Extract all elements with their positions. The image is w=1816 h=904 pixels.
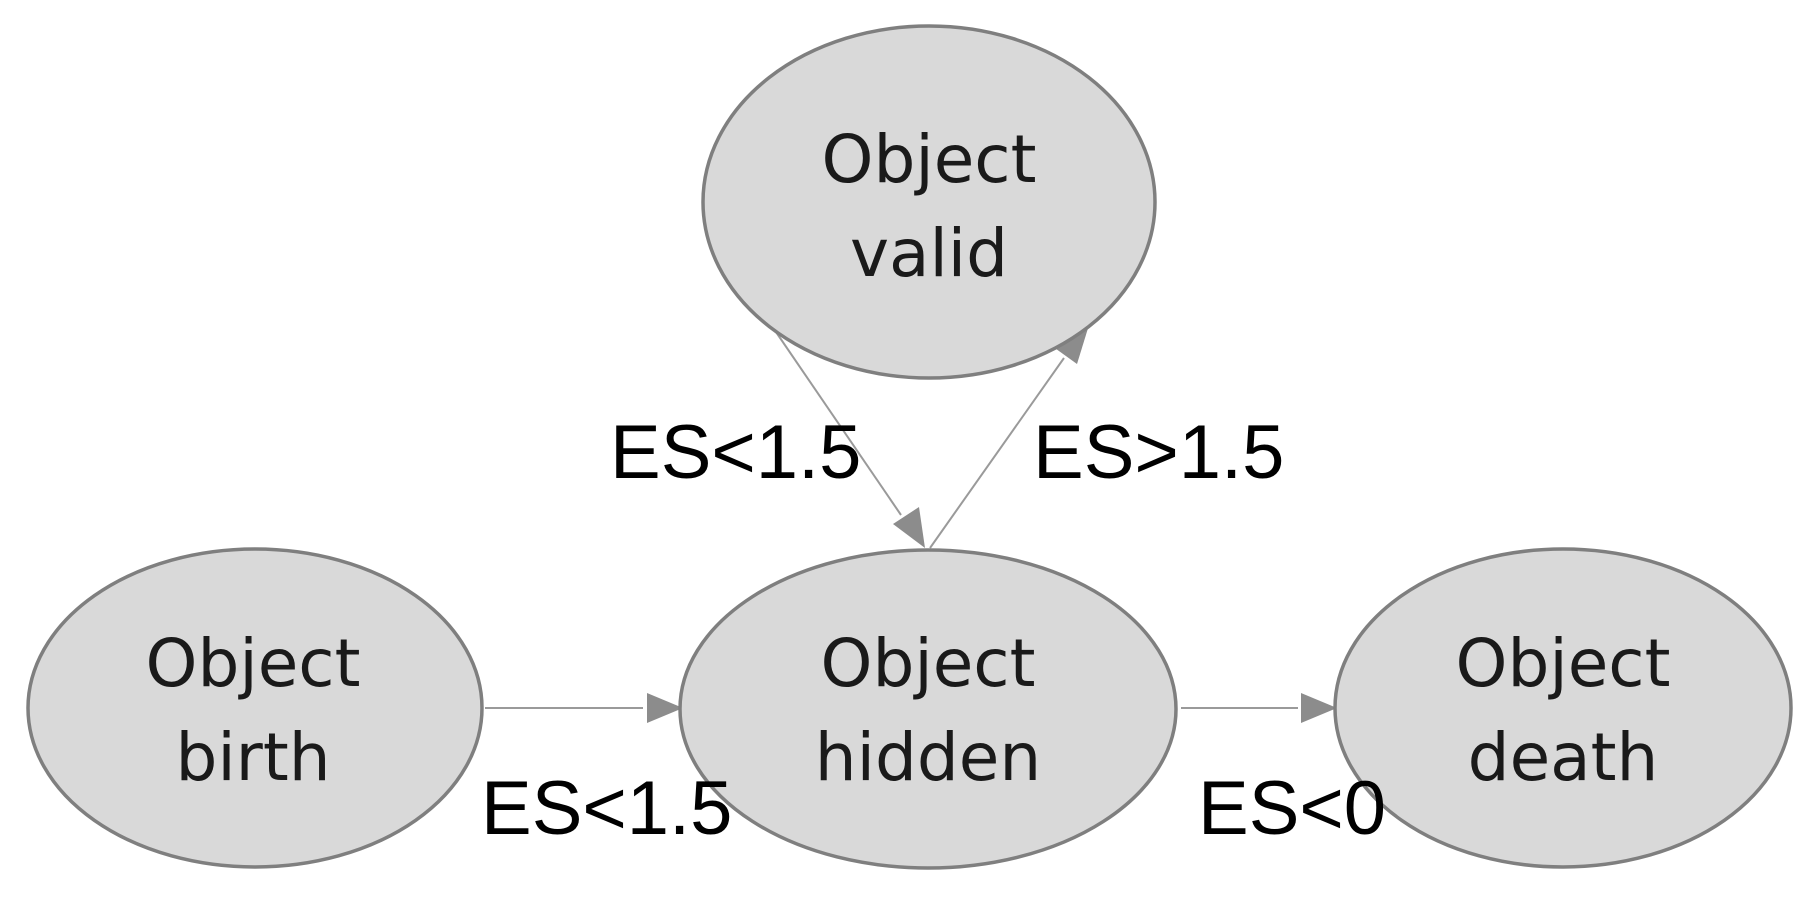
state-node-death: Object death (1333, 547, 1793, 869)
edge-label-hidden-to-death: ES<0 (1198, 766, 1386, 851)
arrow-hidden-to-valid (929, 357, 1065, 549)
state-node-death-line1: Object (1456, 625, 1671, 702)
state-node-valid-shape (701, 24, 1157, 380)
arrowhead-valid-to-hidden (893, 507, 925, 548)
state-node-birth-line1: Object (146, 625, 361, 702)
state-node-death-line2: death (1468, 719, 1659, 796)
state-node-birth-shape (26, 547, 484, 869)
edge-birth-to-hidden (485, 693, 683, 723)
state-node-death-shape (1333, 547, 1793, 869)
edge-label-birth-to-hidden: ES<1.5 (481, 766, 732, 851)
state-node-valid-line1: Object (822, 121, 1037, 198)
state-node-valid: Object valid (701, 24, 1157, 380)
state-node-hidden: Object hidden (678, 548, 1178, 870)
state-node-hidden-line2: hidden (815, 719, 1041, 796)
arrowhead-birth-to-hidden (647, 693, 683, 723)
arrowhead-hidden-to-death (1301, 693, 1337, 723)
edge-label-hidden-to-valid: ES>1.5 (1033, 410, 1284, 495)
state-node-hidden-shape (678, 548, 1178, 870)
arrow-valid-to-hidden (775, 331, 902, 516)
state-node-valid-line2: valid (850, 215, 1008, 292)
state-node-hidden-line1: Object (821, 625, 1036, 702)
edge-label-valid-to-hidden: ES<1.5 (610, 410, 861, 495)
edge-valid-to-hidden (775, 331, 925, 548)
edge-hidden-to-death (1181, 693, 1337, 723)
state-node-birth: Object birth (26, 547, 484, 869)
state-node-birth-line2: birth (175, 719, 330, 796)
